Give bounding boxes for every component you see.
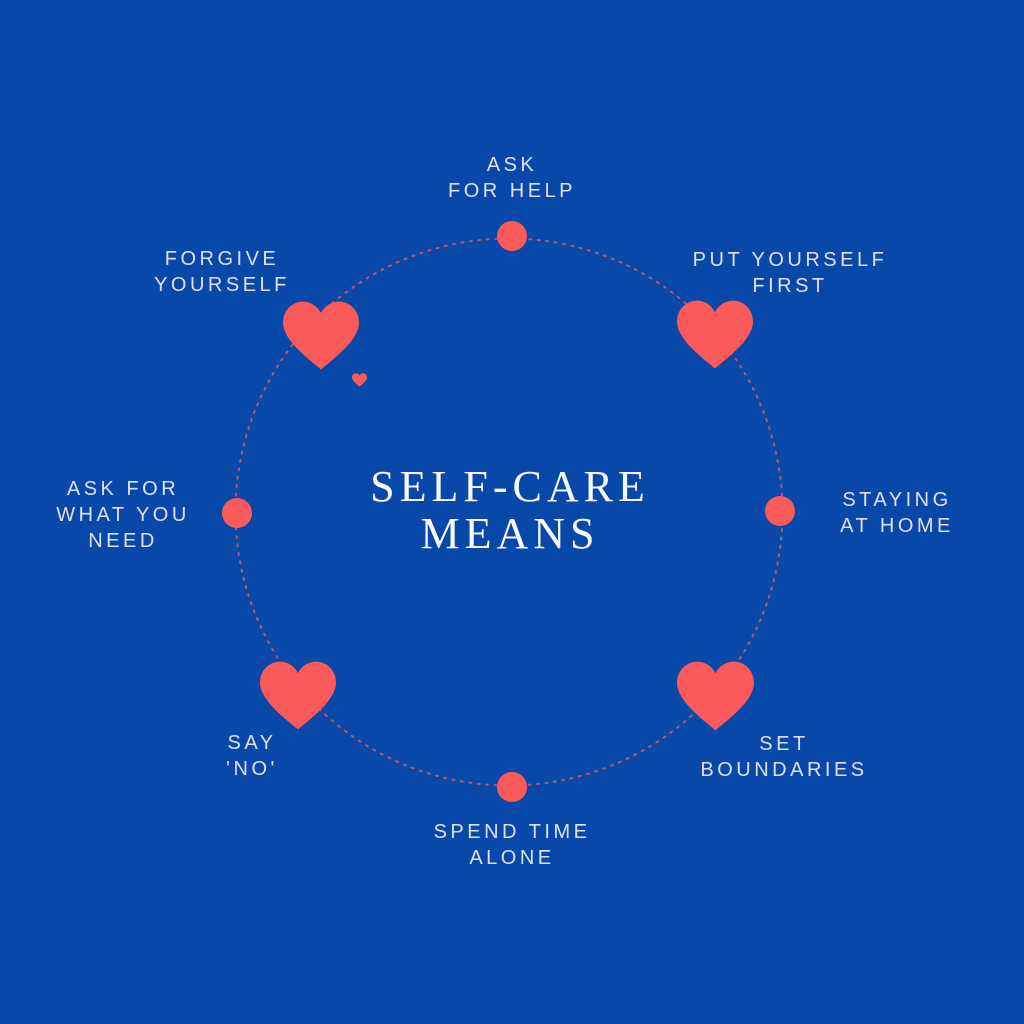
- label-line: FIRST: [752, 275, 828, 297]
- heart-icon: [260, 661, 336, 730]
- heart-icon: [352, 373, 367, 387]
- label-line: WHAT YOU: [56, 504, 190, 526]
- label-line: AT HOME: [840, 515, 954, 537]
- label-line: SAY: [227, 732, 277, 754]
- circle-label-say-no: SAY 'NO': [226, 730, 278, 782]
- label-line: SET: [759, 733, 809, 755]
- heart-icon: [283, 301, 359, 370]
- heart-marker-bottom-left: [260, 661, 336, 731]
- label-line: YOURSELF: [154, 274, 290, 296]
- title-line: SELF-CARE: [370, 462, 650, 511]
- circle-label-spend-time-alone: SPEND TIME ALONE: [434, 819, 591, 871]
- dot-marker-left: [222, 498, 252, 528]
- label-line: 'NO': [226, 758, 278, 780]
- label-line: FORGIVE: [164, 248, 280, 270]
- dot-marker-bottom: [497, 772, 527, 802]
- label-line: SPEND TIME: [433, 821, 591, 843]
- title-line: MEANS: [420, 509, 600, 558]
- circle-label-set-boundaries: SET BOUNDARIES: [700, 731, 867, 783]
- heart-marker-top-left: [283, 301, 359, 371]
- circle-label-put-yourself-first: PUT YOURSELF FIRST: [693, 247, 888, 299]
- label-line: FOR HELP: [447, 180, 577, 202]
- tiny-heart-icon: [352, 373, 367, 387]
- circle-label-staying-at-home: STAYING AT HOME: [840, 487, 954, 539]
- heart-marker-bottom-right: [677, 661, 754, 732]
- dot-marker-right: [765, 496, 795, 526]
- dot-marker-top: [497, 221, 527, 251]
- label-line: ASK FOR: [66, 478, 180, 500]
- heart-icon: [677, 661, 754, 731]
- heart-icon: [677, 300, 753, 369]
- circle-label-ask-for-help: ASK FOR HELP: [448, 152, 576, 204]
- label-line: STAYING: [842, 489, 952, 511]
- label-line: PUT YOURSELF: [692, 249, 888, 271]
- circle-label-forgive-yourself: FORGIVE YOURSELF: [154, 246, 290, 298]
- circle-label-ask-for-what-you-need: ASK FOR WHAT YOU NEED: [56, 476, 190, 554]
- page-title: SELF-CARE MEANS: [370, 463, 650, 557]
- label-line: ALONE: [469, 847, 555, 869]
- label-line: BOUNDARIES: [700, 759, 868, 781]
- label-line: NEED: [88, 530, 158, 552]
- heart-marker-top-right: [677, 300, 753, 370]
- label-line: ASK: [486, 154, 538, 176]
